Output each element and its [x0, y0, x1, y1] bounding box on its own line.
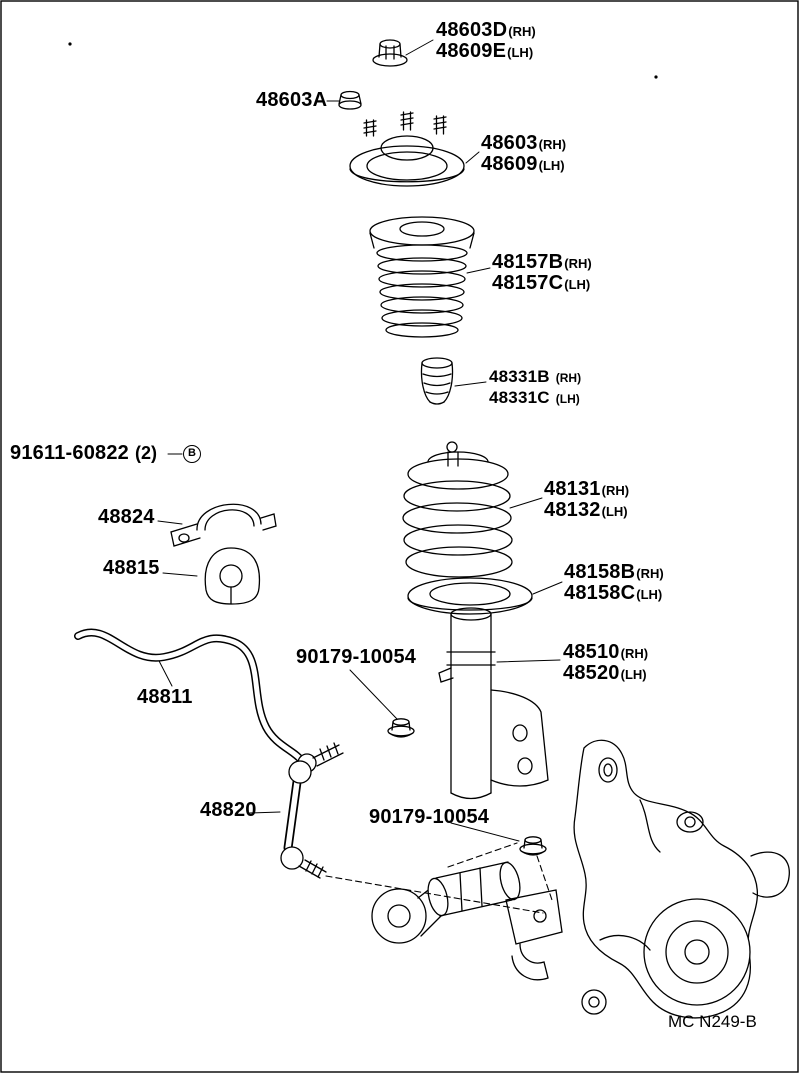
label-row: 91611-60822 (2) B: [10, 443, 201, 464]
part-side: (LH): [564, 277, 591, 292]
coil-spring-drawing: [402, 441, 513, 578]
label-row: 48603A: [256, 90, 327, 111]
stabilizer-link-drawing: [280, 742, 344, 879]
assembly-dashed-lines: [325, 842, 553, 914]
part-number: 48609E: [436, 40, 507, 62]
part-number: 48331C: [489, 388, 550, 407]
label-row: 48815: [103, 558, 160, 579]
specks: [68, 42, 658, 79]
part-side: (LH): [507, 45, 534, 60]
part-side: (LH): [538, 158, 565, 173]
support-cap-drawing: [338, 90, 362, 110]
label-dust-cover: 48157B (RH) 48157C (LH): [492, 252, 592, 294]
part-side: (RH): [564, 256, 592, 271]
part-side: (RH): [601, 483, 630, 498]
label-row: 48609E (LH): [436, 41, 536, 62]
part-side: (LH): [601, 504, 628, 519]
diagram-code: MC N249-B: [668, 1012, 757, 1032]
part-number: 91611-60822: [10, 442, 129, 464]
part-number: 48157B: [492, 251, 564, 273]
label-stabilizer-bracket: 48824: [98, 507, 155, 528]
part-number: 48820: [200, 799, 257, 821]
label-bumper: 48331B (RH) 48331C (LH): [489, 366, 581, 408]
label-row: 90179-10054: [369, 807, 489, 828]
label-row: 48603 (RH): [481, 133, 566, 154]
part-number: 48609: [481, 153, 538, 175]
part-side: (LH): [636, 587, 663, 602]
leader-lines: [156, 39, 563, 842]
steering-knuckle-drawing: [573, 739, 790, 1019]
label-row: 48331C (LH): [489, 387, 581, 408]
dust-cover-drawing: [369, 216, 475, 338]
part-number: 48158B: [564, 561, 636, 583]
part-number: 48158C: [564, 582, 636, 604]
label-row: 48132 (LH): [544, 500, 629, 521]
label-coil-spring: 48131 (RH) 48132 (LH): [544, 479, 629, 521]
label-row: 90179-10054: [296, 647, 416, 668]
label-row: 48824: [98, 507, 155, 528]
label-row: 48158C (LH): [564, 583, 664, 604]
part-number: 48811: [137, 686, 193, 708]
part-side: (LH): [555, 392, 580, 406]
label-row: 48603D (RH): [436, 20, 536, 41]
label-row: 48157B (RH): [492, 252, 592, 273]
label-spring-seat: 48158B (RH) 48158C (LH): [564, 562, 664, 604]
stabilizer-bar-drawing: [74, 628, 317, 773]
label-row: 48157C (LH): [492, 273, 592, 294]
part-side: (RH): [538, 137, 567, 152]
label-stabilizer-bushing: 48815: [103, 558, 160, 579]
label-row: 48131 (RH): [544, 479, 629, 500]
bumper-drawing: [420, 357, 454, 405]
part-number: 48132: [544, 499, 601, 521]
label-row: 48331B (RH): [489, 366, 581, 387]
link-nut-lower-drawing: [519, 836, 547, 856]
part-number: 48157C: [492, 272, 564, 294]
part-number: 48131: [544, 478, 601, 500]
support-nut-drawing: [372, 39, 408, 67]
part-number: 48815: [103, 557, 160, 579]
part-number: 48824: [98, 506, 155, 528]
label-link-nut-upper: 90179-10054: [296, 647, 416, 668]
label-support-nut: 48603D (RH) 48609E (LH): [436, 20, 536, 62]
diagram-code-text: MC N249-B: [668, 1012, 757, 1031]
part-number: 48520: [563, 662, 620, 684]
label-stabilizer-link: 48820: [200, 800, 257, 821]
label-stabilizer-bar: 48811: [137, 687, 193, 708]
label-row: 48820: [200, 800, 257, 821]
label-row: 48811: [137, 687, 193, 708]
shock-absorber-drawing: [438, 607, 549, 800]
label-link-nut-lower: 90179-10054: [369, 807, 489, 828]
part-side: (RH): [636, 566, 664, 581]
support-drawing: [349, 111, 465, 187]
part-number: 48603D: [436, 19, 508, 41]
label-bracket-bolt: 91611-60822 (2) B: [10, 443, 201, 464]
stabilizer-bracket-drawing: [170, 503, 277, 547]
label-row: 48158B (RH): [564, 562, 664, 583]
bolt-marker-b: B: [183, 444, 201, 463]
label-row: 48520 (LH): [563, 663, 648, 684]
suspension-member-drawing: [371, 861, 563, 981]
part-number: 48603A: [256, 89, 328, 111]
link-nut-upper-drawing: [387, 718, 415, 738]
stabilizer-bushing-drawing: [204, 547, 261, 605]
label-shock-absorber: 48510 (RH) 48520 (LH): [563, 642, 648, 684]
part-side: (RH): [555, 371, 582, 385]
part-side: (LH): [620, 667, 647, 682]
part-number: 48603: [481, 132, 538, 154]
label-support-cap: 48603A: [256, 90, 327, 111]
part-side: (RH): [508, 24, 536, 39]
part-side: (RH): [620, 646, 649, 661]
label-row: 48609 (LH): [481, 154, 566, 175]
part-number: 48331B: [489, 367, 550, 386]
part-number: 90179-10054: [296, 646, 417, 668]
spring-seat-drawing: [407, 577, 533, 615]
label-row: 48510 (RH): [563, 642, 648, 663]
part-quantity: (2): [135, 443, 157, 463]
part-number: 90179-10054: [369, 806, 490, 828]
part-number: 48510: [563, 641, 620, 663]
label-support: 48603 (RH) 48609 (LH): [481, 133, 566, 175]
